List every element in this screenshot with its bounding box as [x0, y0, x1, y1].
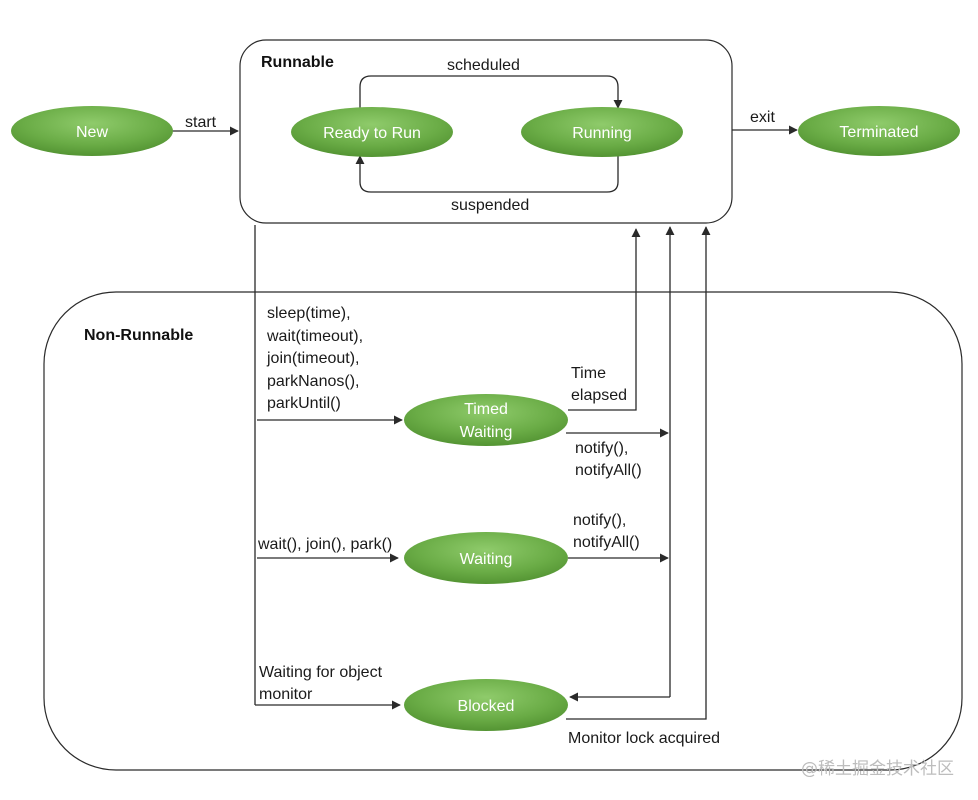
- runnable-group-box: [239, 39, 733, 224]
- label-blocked-trigger-2: monitor: [259, 686, 313, 703]
- label-notify-waiting-1: notify(),: [573, 512, 626, 529]
- label-suspended: suspended: [451, 197, 529, 214]
- label-notify-waiting-2: notifyAll(): [573, 534, 640, 551]
- state-terminated-label: Terminated: [839, 124, 918, 141]
- state-terminated: Terminated: [798, 106, 960, 156]
- label-exit: exit: [750, 109, 775, 126]
- state-waiting: Waiting: [404, 532, 568, 584]
- runnable-group-label: Runnable: [261, 54, 334, 71]
- label-time-elapsed-1: Time: [571, 365, 606, 382]
- label-blocked-trigger-1: Waiting for object: [259, 664, 383, 681]
- state-running-label: Running: [572, 125, 632, 142]
- state-new: New: [11, 106, 173, 156]
- label-monitor-acquired: Monitor lock acquired: [568, 730, 720, 747]
- state-running: Running: [521, 107, 683, 157]
- label-time-elapsed-2: elapsed: [571, 387, 627, 404]
- non-runnable-group-box: [43, 291, 963, 771]
- state-timed-waiting: Timed Waiting: [404, 394, 568, 446]
- label-notify-timed-2: notifyAll(): [575, 462, 642, 479]
- label-waiting-trigger: wait(), join(), park(): [257, 536, 392, 553]
- label-start: start: [185, 114, 217, 131]
- edge-timed-elapsed-to-runnable: [568, 228, 641, 411]
- label-timed-trigger-4: parkNanos(),: [267, 373, 359, 390]
- state-timed-waiting-label-2: Waiting: [460, 424, 513, 441]
- edge-ready-to-running: [359, 75, 623, 118]
- state-blocked: Blocked: [404, 679, 568, 731]
- non-runnable-group-label: Non-Runnable: [84, 327, 193, 344]
- edge-running-to-ready: [355, 155, 619, 193]
- label-timed-trigger-5: parkUntil(): [267, 395, 341, 412]
- label-notify-timed-1: notify(),: [575, 440, 628, 457]
- state-ready-to-run: Ready to Run: [291, 107, 453, 157]
- state-waiting-label: Waiting: [460, 551, 513, 568]
- label-timed-trigger-2: wait(timeout),: [266, 328, 363, 345]
- watermark: @稀土掘金技术社区: [801, 759, 954, 779]
- label-timed-trigger-1: sleep(time),: [267, 305, 351, 322]
- state-ready-label: Ready to Run: [323, 125, 421, 142]
- label-scheduled: scheduled: [447, 57, 520, 74]
- state-timed-waiting-label-1: Timed: [464, 401, 508, 418]
- state-new-label: New: [76, 124, 108, 141]
- state-blocked-label: Blocked: [458, 698, 515, 715]
- edge-blocked-monitor-acquired: [566, 226, 711, 720]
- label-timed-trigger-3: join(timeout),: [266, 350, 359, 367]
